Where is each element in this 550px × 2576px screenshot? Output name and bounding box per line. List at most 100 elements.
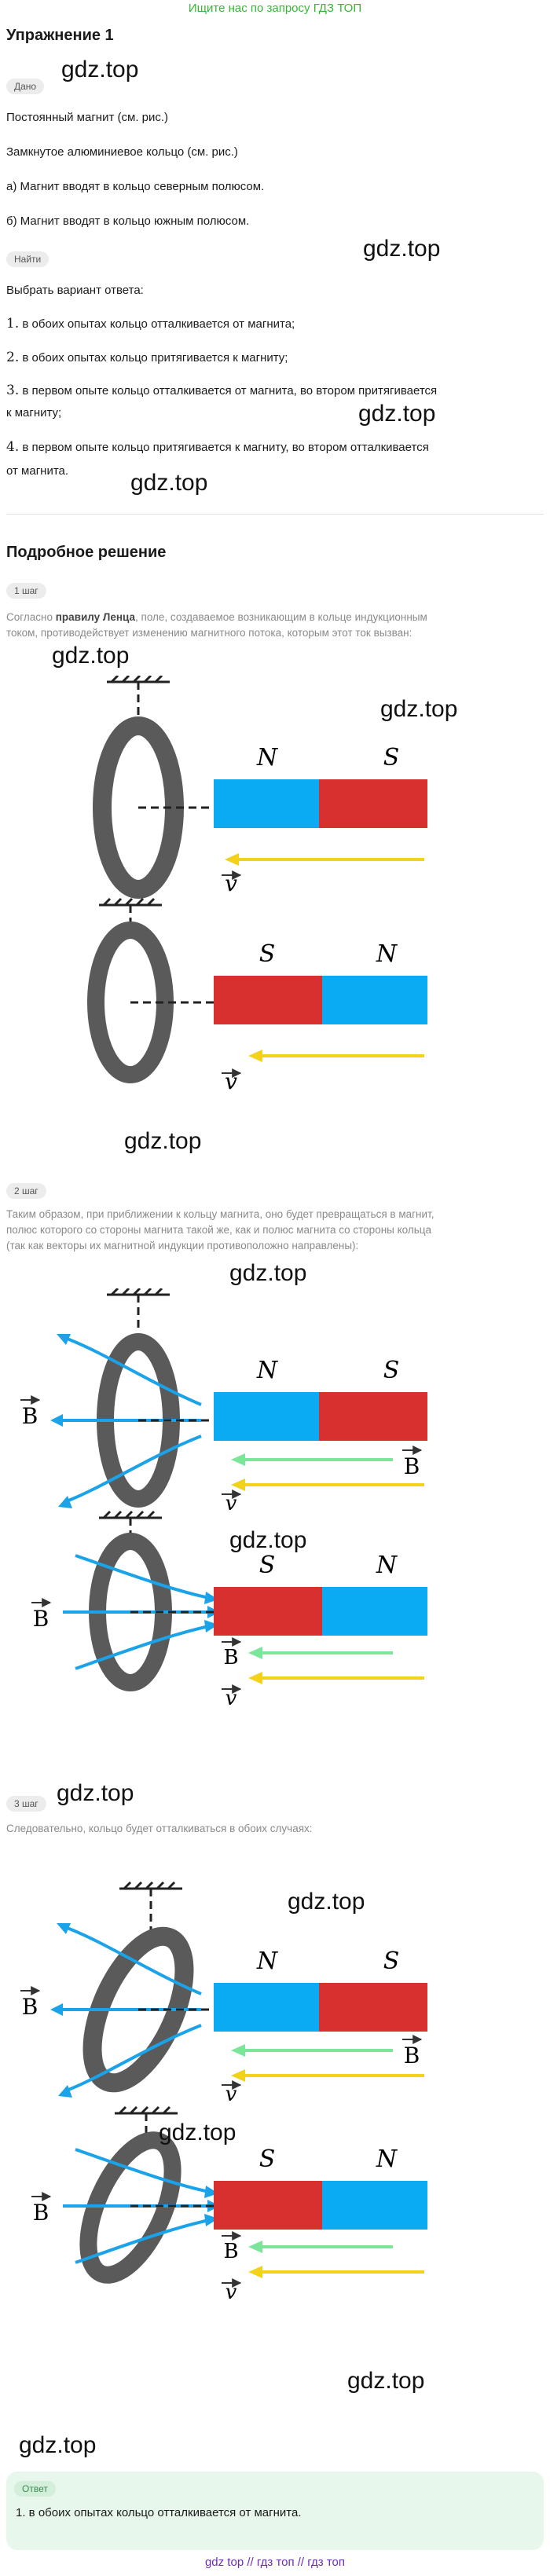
label-b: B: [22, 1994, 38, 2020]
label-v: v: [225, 870, 237, 896]
figure-step-1: N S v S N v: [87, 676, 427, 1094]
magnet-north: [214, 779, 319, 828]
given-line: Замкнутое алюминиевое кольцо (см. рис.): [6, 145, 238, 159]
magnet-south: [319, 1983, 427, 2032]
watermark: gdz.top: [130, 470, 208, 496]
experiment-a: N S B B v: [20, 1288, 427, 1515]
magnet-north: [214, 1983, 319, 2032]
aluminum-ring: [79, 2131, 182, 2284]
support-hatch: [99, 897, 162, 932]
option-2: 2. в обоих опытах кольцо притягивается к…: [6, 346, 288, 369]
label-s: S: [383, 1948, 400, 1975]
label-v: v: [226, 2083, 237, 2106]
watermark: gdz.top: [347, 2368, 425, 2394]
magnet-north: [322, 1587, 427, 1636]
support-hatch: [99, 1510, 162, 1540]
top-banner[interactable]: Ищите нас по запросу ГДЗ ТОП: [188, 2, 362, 15]
watermark: gdz.top: [52, 643, 130, 669]
label-n: N: [256, 1357, 279, 1384]
watermark: gdz.top: [363, 236, 441, 262]
option-text: в обоих опытах кольцо отталкивается от м…: [22, 317, 295, 331]
watermark: gdz.top: [57, 1780, 134, 1806]
option-number: 4.: [6, 439, 20, 455]
figure-step-3: N S B B v S N B: [20, 1881, 427, 2304]
option-text: в первом опыте кольцо отталкивается от м…: [22, 384, 438, 398]
option-3: 3. в первом опыте кольцо отталкивается о…: [6, 379, 437, 402]
label-v: v: [226, 1492, 237, 1515]
label-n: N: [256, 744, 279, 771]
label-s: S: [259, 1552, 276, 1579]
option-1: 1. в обоих опытах кольцо отталкивается о…: [6, 313, 295, 335]
watermark: gdz.top: [159, 2120, 236, 2145]
step-3-text: Следовательно, кольцо будет отталкиватьс…: [6, 1823, 313, 1834]
experiment-b: S N B B v: [31, 2105, 427, 2304]
magnet-south: [319, 1392, 427, 1441]
support-hatch: [107, 1288, 170, 1328]
experiment-a: N S v: [93, 676, 427, 899]
option-4: 4. в первом опыте кольцо притягивается к…: [6, 436, 429, 459]
label-b: B: [223, 1646, 238, 1669]
find-intro: Выбрать вариант ответа:: [6, 284, 144, 297]
option-4-cont: от магнита.: [6, 464, 69, 478]
label-v: v: [226, 1687, 237, 1710]
label-s: S: [259, 940, 276, 968]
option-number: 1.: [6, 316, 20, 332]
label-v: v: [226, 2281, 237, 2304]
magnet-south: [214, 976, 322, 1024]
option-3-cont: к магниту;: [6, 406, 62, 420]
magnet-south: [319, 779, 427, 828]
answer-box: Ответ 1. в обоих опытах кольцо отталкива…: [6, 2472, 544, 2550]
footer-links[interactable]: gdz top // гдз топ // гдз топ: [204, 2556, 346, 2569]
given-tag: Дано: [6, 79, 45, 94]
magnet-north: [322, 976, 427, 1024]
lenz-rule: правилу Ленца: [55, 611, 136, 623]
watermark: gdz.top: [229, 1527, 307, 1553]
magnet-north: [322, 2181, 427, 2230]
label-v: v: [225, 1068, 237, 1094]
label-b: B: [404, 1453, 420, 1479]
step-2-text: (так как векторы их магнитной индукции п…: [6, 1240, 359, 1251]
watermark: gdz.top: [288, 1889, 365, 1915]
label-b: B: [33, 2200, 50, 2226]
given-line: а) Магнит вводят в кольцо северным полюс…: [6, 180, 265, 193]
field-lines: [63, 1554, 210, 1670]
support-hatch: [115, 2105, 178, 2146]
label-s: S: [383, 1357, 400, 1384]
option-text: в обоих опытах кольцо притягивается к ма…: [22, 351, 288, 365]
step-2-text: полюс которого со стороны магнита такой …: [6, 1224, 432, 1236]
label-b: B: [404, 2043, 420, 2068]
find-tag: Найти: [6, 251, 50, 267]
solution-title: Подробное решение: [6, 544, 167, 561]
label-n: N: [376, 1552, 398, 1579]
label-b: B: [33, 1606, 50, 1632]
watermark: gdz.top: [19, 2432, 97, 2458]
figure-step-2: N S B B v S N B: [20, 1288, 427, 1710]
label-n: N: [376, 940, 398, 968]
aluminum-ring: [87, 922, 174, 1083]
magnet-south: [214, 1587, 322, 1636]
experiment-b: S N v: [87, 897, 427, 1094]
option-number: 2.: [6, 350, 20, 365]
step-1-text: Согласно правилу Ленца, поле, создаваемо…: [6, 611, 427, 623]
watermark: gdz.top: [380, 696, 458, 722]
page-title: Упражнение 1: [6, 27, 114, 44]
step-2-text: Таким образом, при приближении к кольцу …: [6, 1208, 434, 1220]
label-n: N: [256, 1948, 279, 1975]
support-hatch: [119, 1881, 182, 1929]
option-text: в первом опыте кольцо притягивается к ма…: [22, 441, 429, 454]
step-2-tag: 2 шаг: [6, 1183, 46, 1199]
magnet-south: [214, 2181, 322, 2230]
aluminum-ring: [93, 716, 184, 899]
label-s: S: [383, 744, 400, 771]
label-s: S: [259, 2145, 276, 2173]
label-b: B: [223, 2240, 238, 2263]
step-3-tag: 3 шаг: [6, 1796, 46, 1812]
support-hatch: [107, 676, 170, 726]
option-number: 3.: [6, 383, 20, 398]
step-1-text: током, противодействует изменению магнит…: [6, 627, 412, 639]
divider: [6, 514, 544, 515]
step-1-tag: 1 шаг: [6, 583, 46, 599]
answer-text: 1. в обоих опытах кольцо отталкивается о…: [16, 2506, 302, 2519]
answer-tag: Ответ: [14, 2481, 56, 2497]
watermark: gdz.top: [358, 401, 436, 427]
